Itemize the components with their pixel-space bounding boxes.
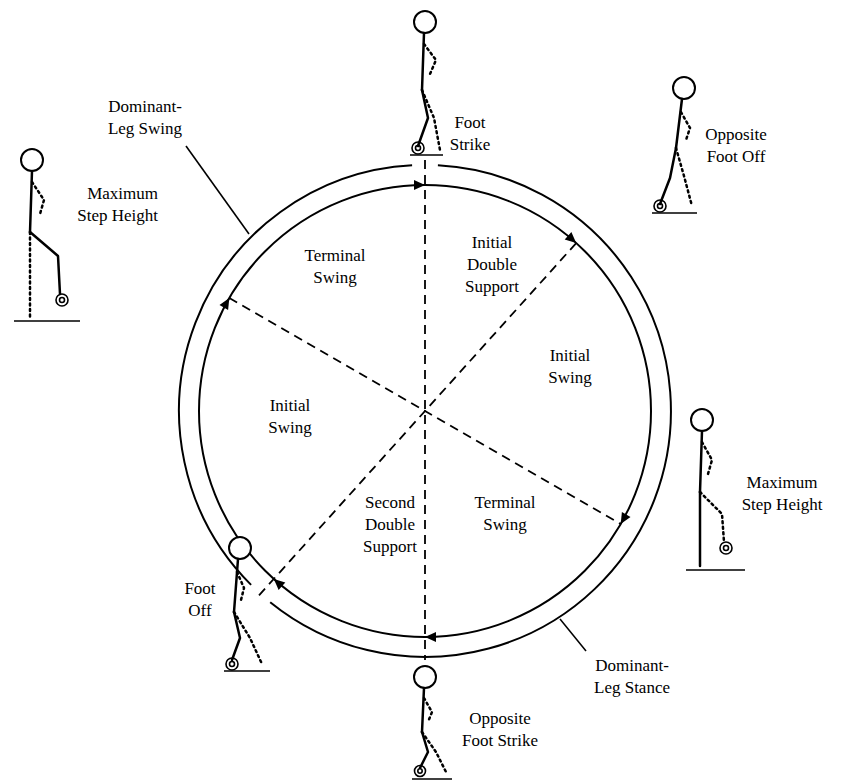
ground-line <box>686 569 745 571</box>
figure-arm <box>424 44 436 74</box>
leader-line <box>560 619 586 651</box>
foot-marker <box>416 146 421 151</box>
foot-marker <box>418 769 422 773</box>
foot-marker <box>654 200 666 212</box>
event-divider <box>258 243 577 597</box>
ground-line <box>224 670 270 672</box>
dominant-leg <box>30 232 60 294</box>
figure-arm <box>237 572 244 600</box>
foot-marker <box>230 662 235 667</box>
figure-arm <box>702 442 712 474</box>
event-label: Opposite Foot Strike <box>457 708 543 752</box>
opposite-leg <box>234 612 262 664</box>
subphase-label: Initial Swing <box>264 395 316 439</box>
foot-marker <box>412 142 424 154</box>
subphase-label: Initial Swing <box>544 345 596 389</box>
cycle-arrowhead <box>565 232 577 243</box>
ground-line <box>412 778 452 780</box>
cycle-arrowhead <box>220 298 230 310</box>
event-label: Foot Off <box>178 578 222 622</box>
stick-figure <box>224 537 270 671</box>
figure-torso <box>422 688 424 732</box>
figure-head <box>229 537 251 559</box>
phase-label: Dominant-Leg Swing <box>102 96 188 140</box>
ground-line <box>652 212 697 214</box>
phase-label: Dominant-Leg Stance <box>588 655 676 699</box>
cycle-arrowhead <box>425 632 436 642</box>
opposite-leg <box>422 732 446 772</box>
stick-figure <box>410 11 443 155</box>
stick-figure <box>14 149 80 321</box>
foot-marker <box>724 546 729 551</box>
foot-marker <box>415 766 426 777</box>
cycle-arrowhead <box>414 180 425 190</box>
opposite-leg <box>422 90 440 150</box>
subphase-label: Terminal Swing <box>302 245 368 289</box>
subphase-label: Terminal Swing <box>472 492 538 536</box>
figure-head <box>691 409 713 431</box>
ground-line <box>410 154 443 156</box>
event-label: Foot Strike <box>444 112 496 156</box>
foot-marker <box>226 658 238 670</box>
figure-head <box>414 11 436 33</box>
stick-figure <box>652 77 697 213</box>
foot-marker <box>658 204 663 209</box>
figure-torso <box>422 33 424 90</box>
stance-arc <box>270 165 671 657</box>
figure-head <box>21 149 43 171</box>
figure-head <box>673 77 695 99</box>
dominant-leg <box>418 90 428 146</box>
subphase-label: Initial Double Support <box>461 232 523 298</box>
dominant-leg <box>699 492 702 566</box>
stick-figure <box>686 409 745 570</box>
event-divider <box>229 298 620 524</box>
opposite-leg <box>29 232 32 318</box>
figure-arm <box>32 182 44 214</box>
opposite-leg <box>700 492 724 542</box>
leader-line <box>186 146 249 234</box>
event-label: Maximum Step Height <box>68 183 158 227</box>
figure-torso <box>30 171 32 232</box>
opposite-leg <box>676 148 692 206</box>
figure-torso <box>676 99 682 148</box>
foot-marker <box>56 294 68 306</box>
cycle-arrowhead <box>621 512 631 524</box>
event-label: Maximum Step Height <box>737 472 827 516</box>
figure-arm <box>681 112 690 140</box>
dominant-leg <box>660 148 676 204</box>
foot-marker <box>60 298 65 303</box>
figure-head <box>414 666 436 688</box>
figure-arm <box>424 698 432 722</box>
figure-torso <box>234 559 238 612</box>
subphase-label: Second Double Support <box>359 492 421 558</box>
ground-line <box>14 320 80 322</box>
cycle-arrowhead <box>274 579 286 590</box>
event-label: Opposite Foot Off <box>700 124 772 168</box>
foot-marker <box>720 542 732 554</box>
stick-figure <box>412 666 452 779</box>
figure-torso <box>700 431 702 492</box>
